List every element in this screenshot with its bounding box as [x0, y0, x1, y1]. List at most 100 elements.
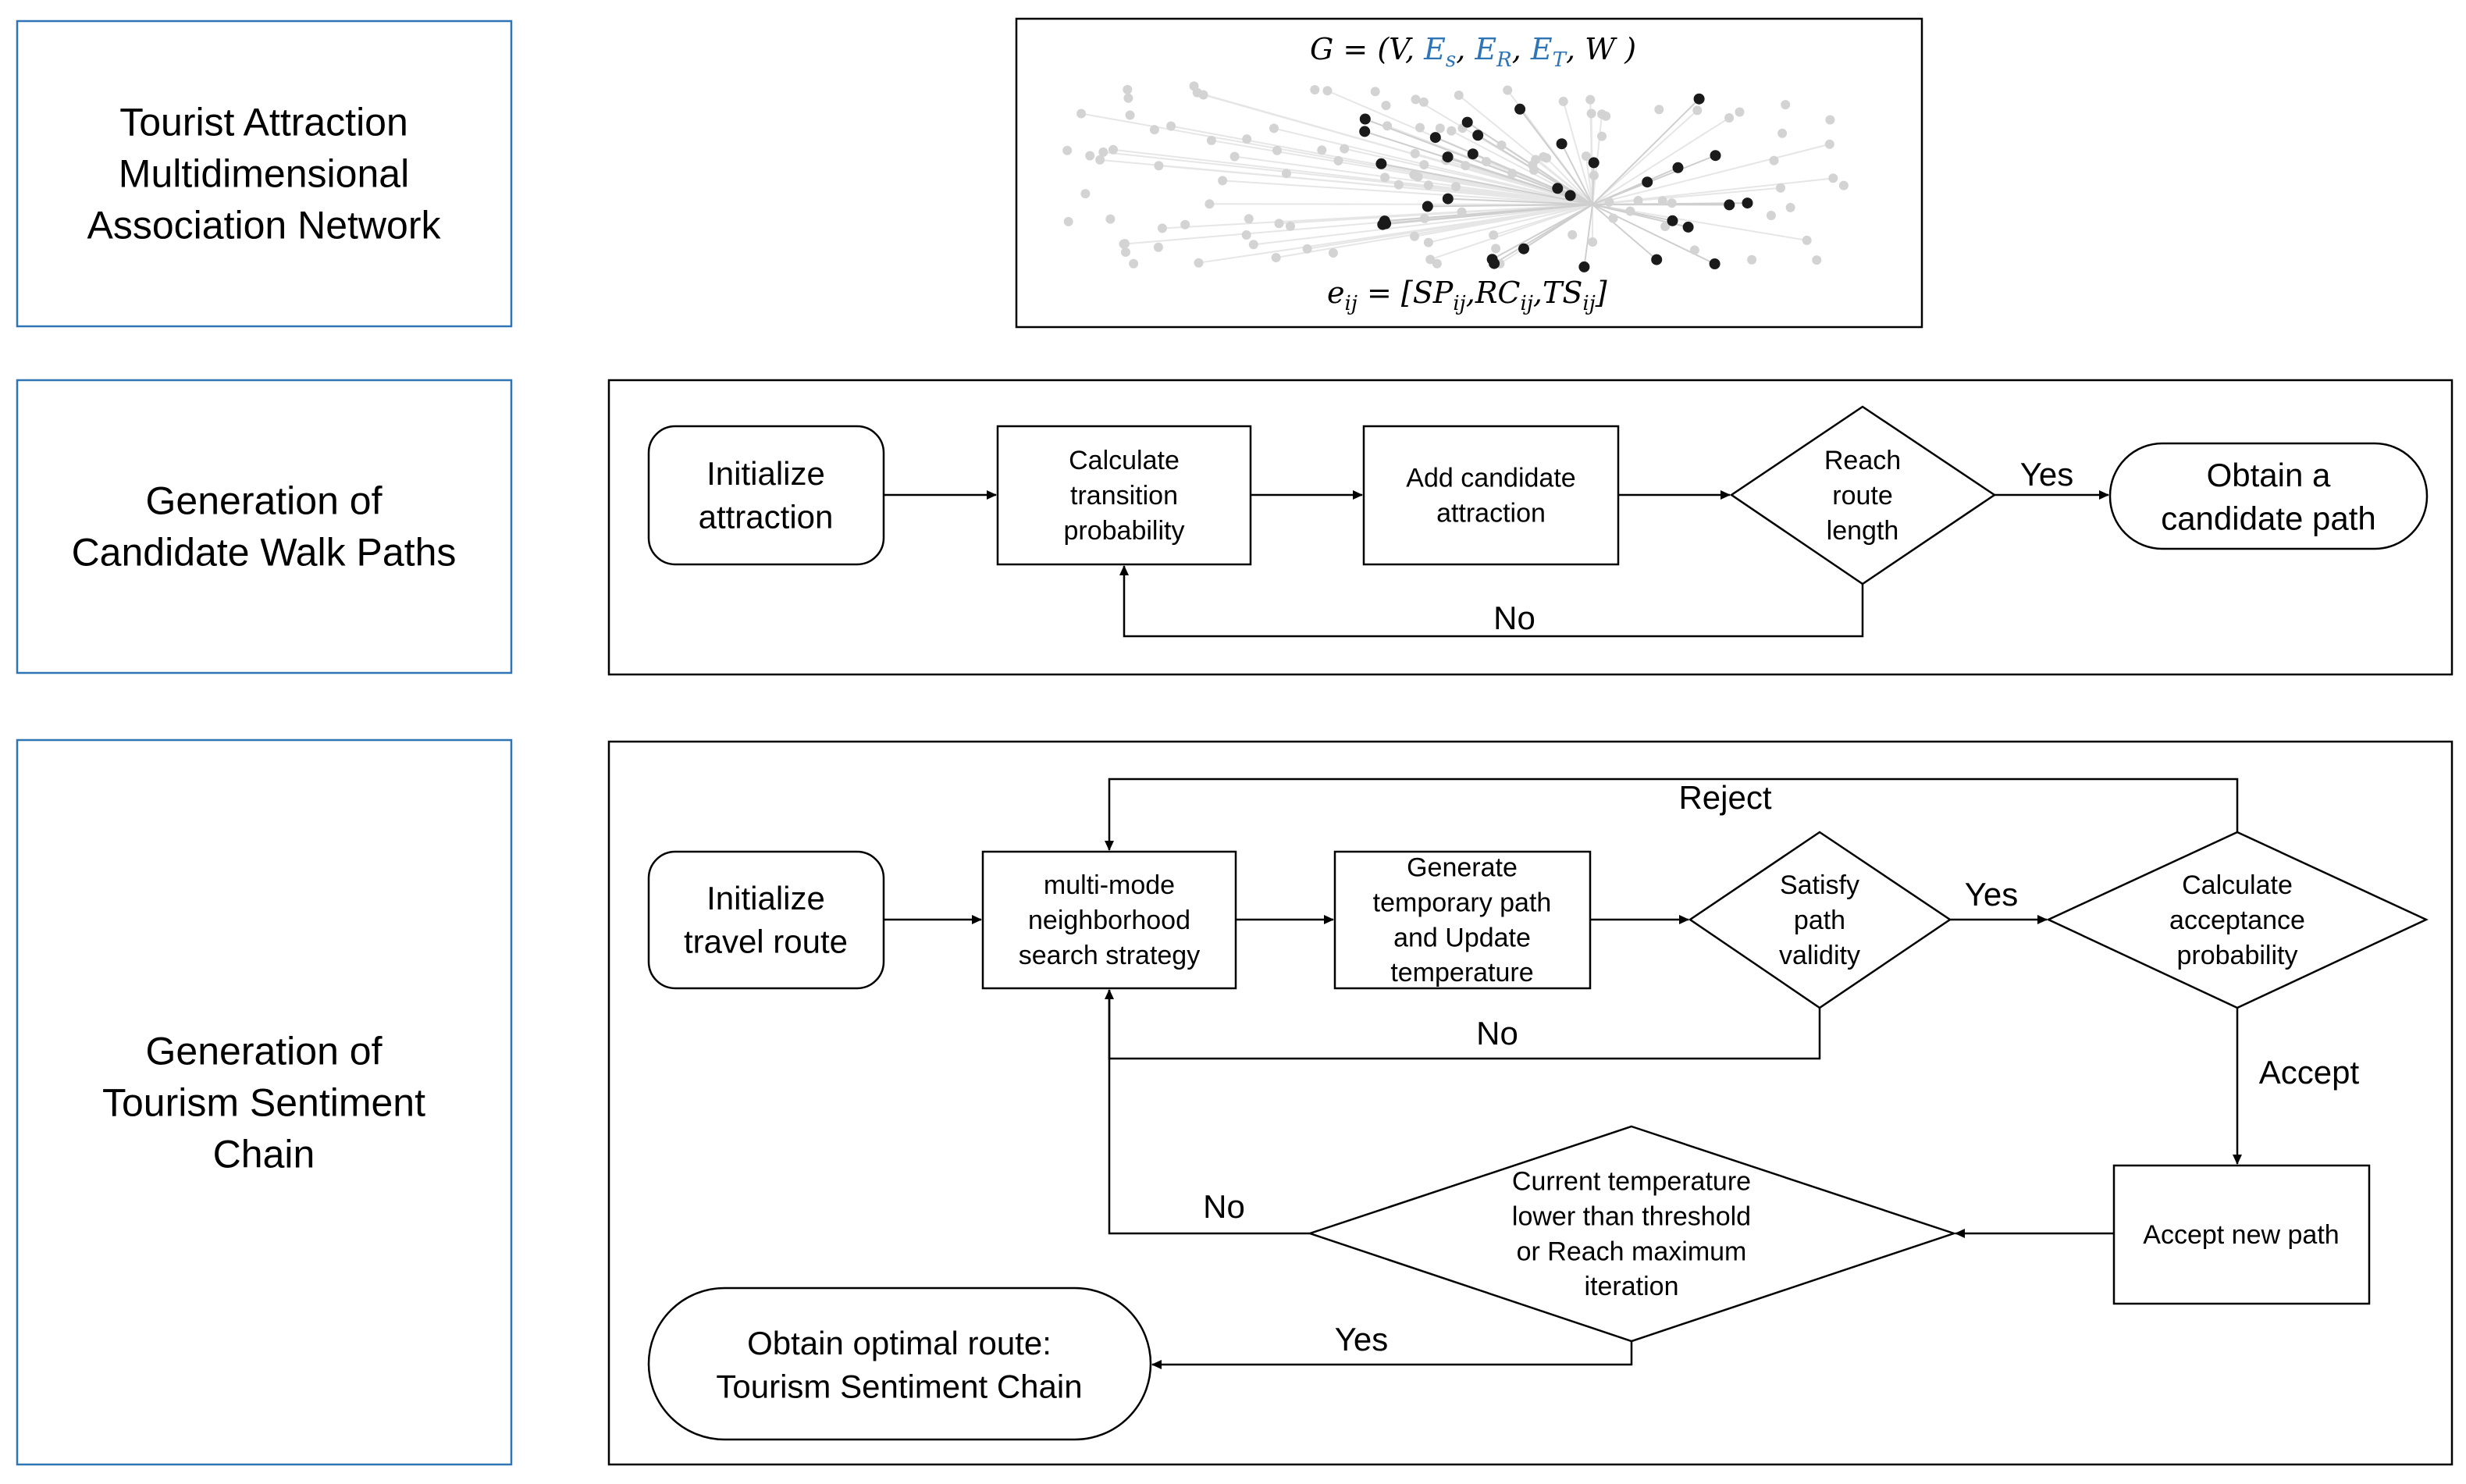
network-node-highlight [1467, 148, 1479, 160]
network-node-highlight [1514, 103, 1526, 115]
network-node [1180, 219, 1190, 230]
network-node [1153, 242, 1163, 252]
label-no-satisfy: No [1476, 1015, 1518, 1052]
network-node-highlight [1742, 198, 1753, 209]
network-node [1080, 189, 1091, 199]
network-node [1062, 145, 1073, 155]
network-node [1654, 105, 1664, 115]
network-node [1123, 84, 1133, 94]
network-node [1154, 161, 1164, 171]
network-node [1119, 239, 1129, 249]
network-node-highlight [1461, 116, 1473, 128]
svg-text:Accept new path: Accept new path [2143, 1220, 2339, 1250]
network-node-highlight [1422, 201, 1433, 212]
network-node [1206, 135, 1216, 145]
network-node [1409, 170, 1419, 180]
network-node-highlight [1642, 176, 1653, 188]
network-node [1633, 196, 1643, 205]
network-node-highlight [1486, 254, 1498, 265]
edge-reject-loop [1105, 778, 2239, 851]
network-node-highlight [1472, 130, 1484, 141]
network-node [1382, 121, 1393, 131]
network-node-highlight [1672, 162, 1684, 173]
network-node [1098, 147, 1108, 157]
network-node [1828, 173, 1838, 183]
network-node [1244, 214, 1254, 224]
network-node [1461, 161, 1471, 171]
network-node [1129, 258, 1139, 269]
network-node [1660, 222, 1671, 231]
network-node-highlight [1578, 261, 1590, 272]
label-accept: Accept [2259, 1054, 2360, 1091]
network-node-highlight [1552, 183, 1564, 194]
network-node [1121, 247, 1130, 257]
label-no-candidate: No [1493, 600, 1535, 636]
network-node [1558, 96, 1568, 106]
network-node [1785, 202, 1795, 212]
network-node-highlight [1588, 157, 1600, 169]
edge-formula: eij = [SPij,RCij,TSij] [1327, 276, 1607, 315]
network-node [1415, 123, 1425, 133]
network-node [1085, 151, 1095, 161]
network-node [1489, 230, 1499, 240]
network-node [1769, 155, 1779, 165]
network-node-highlight [1518, 243, 1529, 254]
network-node [1340, 144, 1350, 154]
network-node [1302, 244, 1312, 254]
network-node-highlight [1709, 258, 1721, 269]
network-node [1317, 145, 1327, 155]
network-node [1491, 244, 1501, 254]
network-node [1425, 254, 1436, 265]
network-node-highlight [1359, 126, 1371, 137]
network-node [1454, 91, 1464, 100]
edge-reach-no-loop [1119, 565, 1864, 638]
network-node [1125, 110, 1135, 120]
network-node [1667, 198, 1677, 208]
network-node [1423, 180, 1433, 190]
network-node [1824, 139, 1834, 149]
network-node-highlight [1379, 215, 1390, 227]
network-node-highlight [1667, 215, 1678, 226]
network-node [1689, 245, 1699, 255]
network-panel: G = (V, Es, ER, ET, W ) eij = [SPij,RCij… [1015, 17, 1923, 329]
label-no-temp: No [1203, 1188, 1245, 1225]
network-node [1393, 180, 1404, 190]
network-node [1205, 199, 1215, 209]
network-node [1777, 128, 1788, 138]
network-node-highlight [1651, 254, 1663, 265]
network-node [1447, 126, 1457, 136]
network-node-highlight [1556, 138, 1567, 150]
network-node [1248, 240, 1258, 250]
network-nodes [1062, 81, 1849, 272]
network-node [1218, 176, 1228, 186]
network-node [1657, 196, 1667, 206]
network-node [1189, 81, 1199, 91]
network-node [1601, 111, 1611, 121]
accept-new-path-node: Accept new path [2112, 1164, 2371, 1305]
network-node [1241, 230, 1251, 240]
network-node [1063, 216, 1073, 226]
network-node [1322, 86, 1333, 96]
network-node-highlight [1442, 193, 1454, 205]
network-node [1410, 231, 1419, 241]
network-node-highlight [1442, 151, 1454, 163]
network-node [1105, 214, 1116, 224]
network-node [1588, 237, 1598, 247]
network-node [1419, 160, 1429, 169]
network-node-highlight [1429, 132, 1441, 144]
network-node [1272, 145, 1282, 155]
network-node [1766, 211, 1776, 220]
network-node [1812, 255, 1822, 265]
